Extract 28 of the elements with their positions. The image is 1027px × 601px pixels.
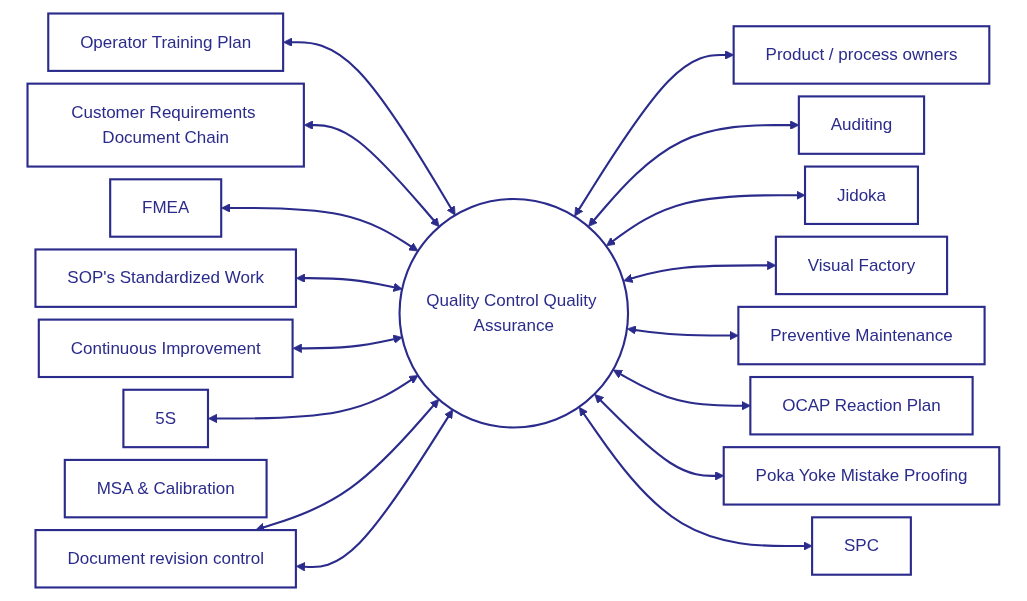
arrow [292,334,403,353]
arrow [296,409,454,572]
node-box: Jidoka [804,165,920,226]
node-circle: Quality Control Quality Assurance [398,197,630,429]
arrow [613,369,751,411]
node-box: Product / process owners [732,25,991,85]
arrow [627,325,739,341]
node-box: Document revision control [34,529,298,589]
node-box: SOP's Standardized Work [34,248,298,308]
arrow [208,375,419,424]
node-box: 5S [122,388,210,449]
node-box: Visual Factory [774,235,949,296]
node-box: Customer Requirements Document Chain [26,82,306,168]
node-box: Auditing [797,95,926,155]
arrow [606,190,806,247]
node-box: Poka Yoke Mistake Proofing [722,446,1001,506]
node-box: Operator Training Plan [47,12,285,72]
node-box: Continuous Improvement [37,318,294,379]
arrow [283,37,456,216]
node-box: SPC [811,516,913,576]
arrow [579,406,813,551]
node-box: OCAP Reaction Plan [749,375,974,436]
arrow [304,120,440,228]
node-box: MSA & Calibration [63,458,268,519]
node-box: FMEA [109,178,223,238]
arrow [221,203,419,252]
node-box: Preventive Maintenance [737,305,986,366]
arrow [296,273,403,292]
